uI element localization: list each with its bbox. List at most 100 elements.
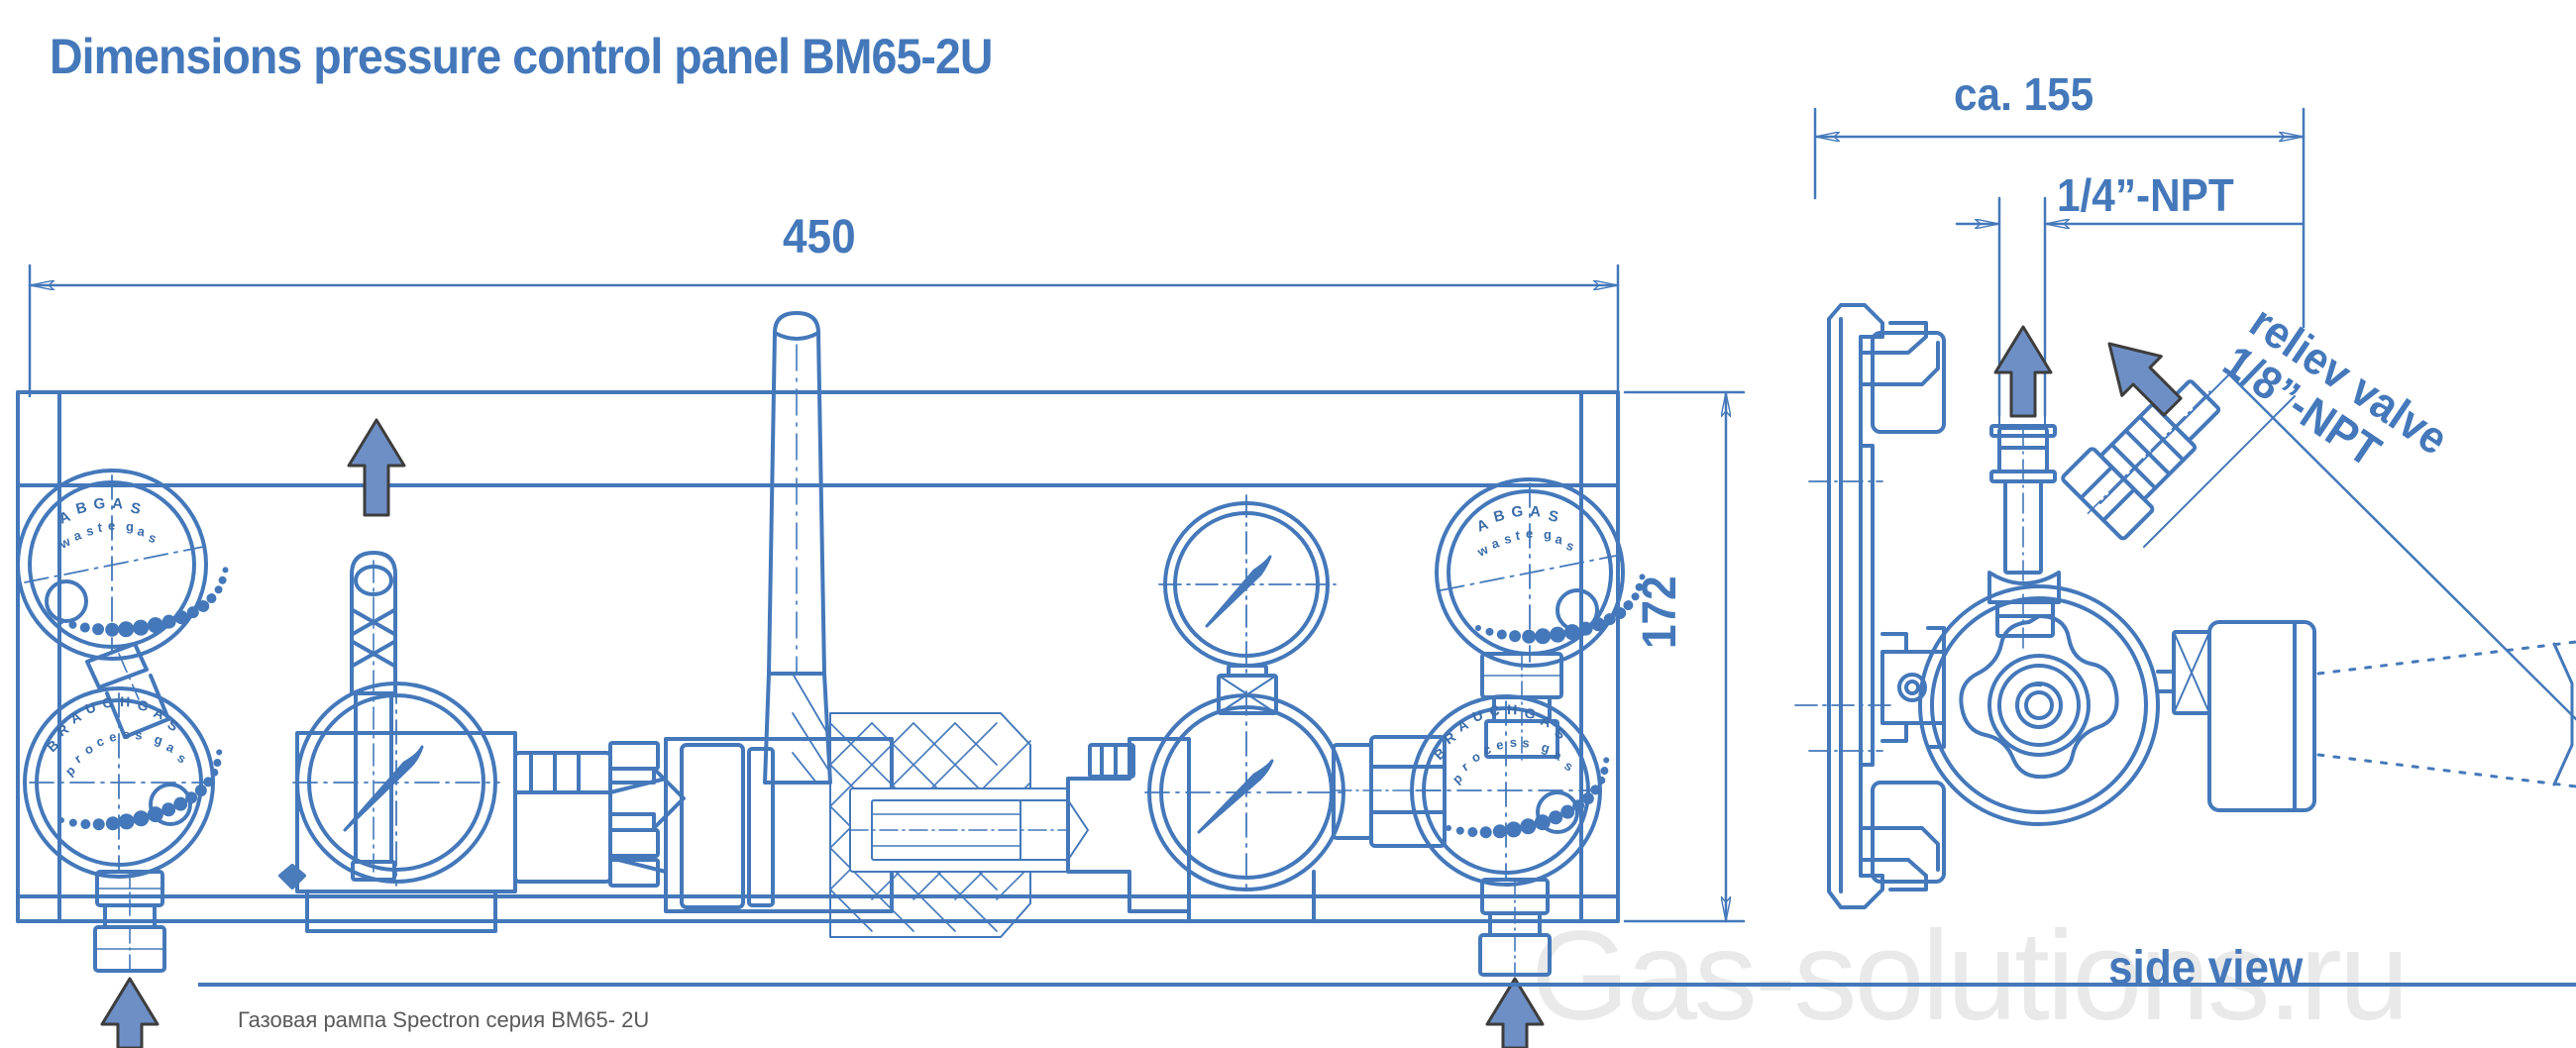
svg-text:e: e	[108, 518, 115, 533]
svg-text:G: G	[1511, 503, 1524, 521]
svg-text:p: p	[62, 763, 78, 780]
svg-text:a: a	[164, 739, 178, 756]
svg-text:g: g	[1544, 527, 1552, 542]
svg-text:A: A	[1530, 503, 1542, 521]
svg-text:G: G	[1523, 704, 1537, 722]
inlet-arrow-right	[1485, 977, 1545, 1048]
svg-text:e: e	[1495, 737, 1505, 753]
svg-text:a: a	[1489, 535, 1501, 552]
valve-handle	[763, 311, 832, 785]
svg-text:p: p	[1449, 771, 1465, 787]
svg-text:U: U	[1470, 707, 1484, 725]
flow-cone-dotted	[2316, 640, 2576, 788]
svg-text:S: S	[1547, 507, 1559, 526]
svg-text:r: r	[71, 751, 84, 766]
svg-text:s: s	[122, 727, 130, 742]
relief-valve-leader	[2227, 372, 2576, 721]
svg-text:c: c	[94, 733, 106, 750]
fitting-left-bottom	[93, 870, 166, 973]
svg-text:s: s	[1522, 735, 1531, 751]
dimension-450	[28, 263, 1620, 398]
diamond-marker	[278, 864, 306, 890]
outlet-stem	[1987, 237, 2061, 655]
svg-text:a: a	[1552, 747, 1565, 764]
dimension-ca-155	[1813, 107, 2306, 329]
svg-text:r: r	[1458, 759, 1471, 774]
relief-arrow-side	[2107, 342, 2183, 417]
svg-text:t: t	[97, 520, 103, 535]
outlet-arrow-side	[1993, 325, 2053, 418]
svg-text:B: B	[74, 499, 89, 518]
gauge-waste-gas-left	[16, 469, 235, 661]
svg-text:g: g	[153, 731, 164, 748]
svg-text:s: s	[1503, 531, 1513, 547]
svg-text:g: g	[126, 519, 134, 534]
vent-arrow	[347, 418, 406, 517]
relief-valve-axis	[2099, 352, 2296, 548]
page-title: Dimensions pressure control panel BM65-2…	[50, 29, 993, 84]
svg-text:A: A	[112, 495, 124, 513]
svg-text:e: e	[108, 729, 118, 745]
center-manifold	[608, 737, 894, 913]
connector-right	[1332, 735, 1447, 848]
svg-text:s: s	[1564, 538, 1576, 555]
gauge-process-gas-right	[1410, 694, 1622, 887]
dimension-172	[1623, 390, 1746, 923]
fitting-right-bottom	[1478, 878, 1552, 977]
svg-text:s: s	[1509, 735, 1517, 750]
side-outlet-body	[2156, 620, 2316, 812]
figure-caption: Газовая рампа Spectron серия BM65- 2U	[238, 1007, 650, 1032]
bracket-mounting-ear	[1880, 626, 1946, 749]
panel-frame	[16, 390, 1620, 923]
svg-text:H: H	[1507, 701, 1518, 717]
gauge-plain-lower-right	[1144, 690, 1348, 923]
svg-text:t: t	[1515, 528, 1521, 543]
manifold-right	[1066, 737, 1191, 913]
svg-text:w: w	[1474, 541, 1491, 560]
svg-text:g: g	[1540, 739, 1552, 756]
svg-text:s: s	[135, 727, 144, 743]
handwheel	[1918, 584, 2160, 826]
svg-text:c: c	[1481, 741, 1493, 758]
knurled-coupling	[829, 712, 1089, 938]
svg-text:H: H	[120, 693, 131, 709]
svg-text:G: G	[136, 696, 150, 714]
gauge-waste-gas-left-text: A B G A S w a s t e g a s	[56, 495, 159, 552]
svg-text:A: A	[1474, 516, 1491, 536]
vent-valve-stem	[350, 551, 397, 882]
gauge-waste-gas-right-text: A B G A S w a s t e g a s	[1474, 503, 1576, 560]
svg-text:s: s	[85, 523, 95, 539]
svg-text:s: s	[1561, 758, 1575, 774]
dimension-label-npt-quarter: 1/4”-NPT	[2057, 169, 2234, 221]
svg-text:S: S	[129, 499, 142, 518]
svg-text:s: s	[147, 530, 159, 547]
mounting-bracket-profile	[1808, 303, 1946, 909]
flow-arrows	[100, 325, 2183, 1048]
gauge-plain-upper-right	[1158, 494, 1337, 715]
svg-text:U: U	[83, 699, 97, 717]
svg-text:R: R	[54, 721, 71, 740]
regulator-body-left	[295, 731, 612, 933]
dimension-label-ca-155: ca. 155	[1954, 68, 2094, 120]
svg-text:a: a	[136, 523, 147, 539]
svg-text:G: G	[93, 495, 106, 513]
dimension-label-172: 172	[1634, 576, 1686, 649]
relief-valve-assembly	[2061, 379, 2221, 541]
svg-text:C: C	[1488, 702, 1500, 719]
side-view-label: side view	[2108, 942, 2304, 995]
gauge-plain-center-left	[292, 679, 500, 887]
svg-text:a: a	[1554, 531, 1564, 547]
svg-text:o: o	[1469, 749, 1483, 766]
inlet-arrow-left	[100, 977, 160, 1048]
svg-text:a: a	[71, 527, 83, 544]
footer-divider	[198, 983, 2576, 987]
gauge-process-gas-left	[23, 686, 235, 879]
svg-text:o: o	[82, 741, 96, 758]
svg-text:C: C	[101, 694, 113, 711]
svg-text:s: s	[174, 750, 188, 766]
svg-text:B: B	[1492, 507, 1507, 526]
site-watermark: Gas-solutions.ru	[1531, 905, 2410, 1047]
flow-cone-end	[2552, 642, 2574, 786]
